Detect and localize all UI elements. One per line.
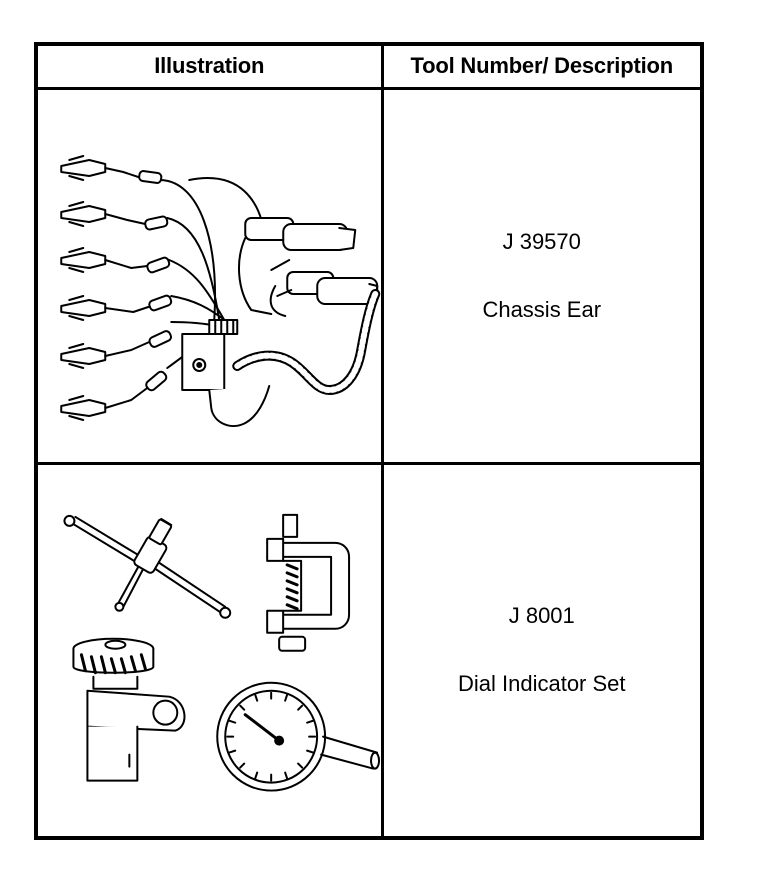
tool-table: Illustration Tool Number/ Description: [34, 42, 704, 840]
dial-indicator: [216, 681, 381, 792]
coiled-cable: [232, 288, 381, 395]
header-description: Tool Number/ Description: [380, 42, 704, 90]
description-cell: J 39570 Chassis Ear: [380, 86, 704, 465]
table-row: J 39570 Chassis Ear: [34, 86, 704, 465]
illustration-cell: [34, 86, 384, 465]
header-illustration: Illustration: [34, 42, 384, 90]
dial-indicator-set-icon: [63, 513, 381, 792]
header-row: Illustration Tool Number/ Description: [34, 42, 704, 90]
junction-box: [181, 318, 271, 427]
tool-number: J 8001: [508, 603, 575, 629]
table-row: J 8001 Dial Indicator Set: [34, 461, 704, 840]
spider-fixture: [63, 514, 232, 619]
illustration-cell: [34, 461, 384, 840]
knurled-holder: [72, 637, 186, 782]
chassis-ear-tool-icon: [60, 154, 381, 427]
microphone-clamps: [238, 216, 379, 317]
tool-description: Dial Indicator Set: [457, 671, 626, 697]
c-clamp: [266, 513, 351, 652]
alligator-clips: [60, 154, 173, 421]
tool-number: J 39570: [502, 228, 581, 254]
tool-description: Chassis Ear: [482, 296, 602, 322]
description-cell: J 8001 Dial Indicator Set: [380, 461, 704, 840]
